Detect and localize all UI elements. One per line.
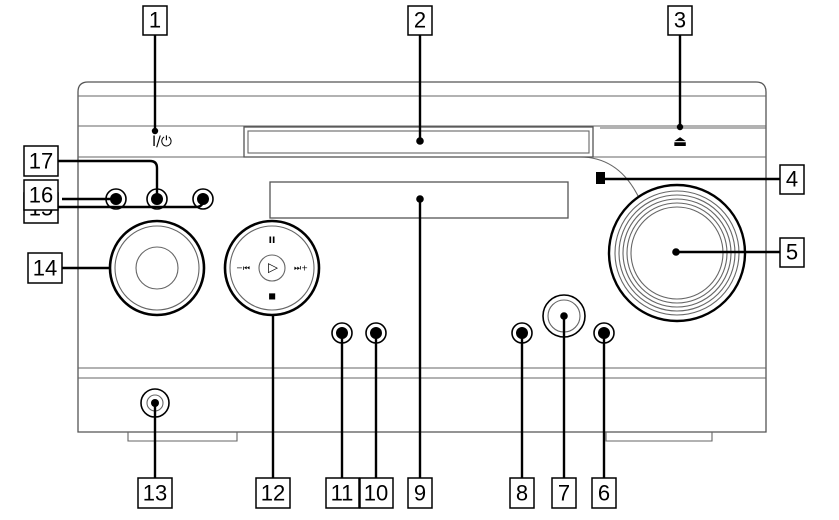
callout-9: 9 xyxy=(407,477,433,509)
svg-text:4: 4 xyxy=(786,167,798,192)
callout-16-visible: 16 xyxy=(23,179,59,211)
transport-control[interactable]: II −⏮ ▷ ⏭+ ■ xyxy=(223,219,321,317)
svg-text:2: 2 xyxy=(414,8,426,33)
callout-11: 11 xyxy=(325,477,360,509)
svg-text:7: 7 xyxy=(558,481,570,506)
unit-body xyxy=(77,81,767,442)
svg-text:8: 8 xyxy=(516,481,528,506)
eject-label: ⏏ xyxy=(673,132,687,150)
callout-3: 3 xyxy=(667,5,693,36)
callout-12: 12 xyxy=(255,477,291,509)
callout-1: 1 xyxy=(142,5,168,36)
svg-text:3: 3 xyxy=(674,8,686,33)
disc-slot xyxy=(243,126,594,158)
svg-text:10: 10 xyxy=(364,481,388,506)
callout-4: 4 xyxy=(779,164,805,195)
callout-2: 2 xyxy=(407,5,433,36)
svg-text:11: 11 xyxy=(331,481,354,506)
right-foot xyxy=(605,432,713,442)
stop-icon: ■ xyxy=(268,292,276,301)
svg-text:16: 16 xyxy=(29,183,53,208)
callout-8: 8 xyxy=(509,477,535,509)
svg-text:17: 17 xyxy=(29,149,53,174)
svg-text:1: 1 xyxy=(149,8,161,33)
outer-frame xyxy=(77,81,767,433)
button-15[interactable] xyxy=(192,188,214,210)
svg-text:13: 13 xyxy=(143,481,167,506)
callouts: 1 2 3 4 5 6 7 8 xyxy=(23,5,805,509)
callout-17: 17 xyxy=(23,145,59,177)
svg-text:9: 9 xyxy=(414,481,426,506)
play-icon: ▷ xyxy=(268,261,278,276)
callout-14: 14 xyxy=(27,252,63,284)
remote-sensor xyxy=(596,172,605,184)
disc-slot-inner xyxy=(247,130,590,154)
jog-knob[interactable] xyxy=(108,219,206,317)
left-foot xyxy=(127,432,238,442)
callout-13: 13 xyxy=(137,477,173,509)
callout-5: 5 xyxy=(779,237,805,268)
leader-lines xyxy=(58,35,780,478)
pause-icon: II xyxy=(269,236,276,246)
previous-icon: −⏮ xyxy=(236,264,250,273)
callout-10: 10 xyxy=(359,477,394,509)
callout-6: 6 xyxy=(591,477,617,509)
svg-text:14: 14 xyxy=(33,256,57,281)
callout-7: 7 xyxy=(551,477,577,509)
power-label: I/⏻ xyxy=(152,134,172,150)
svg-text:12: 12 xyxy=(261,481,285,506)
next-icon: ⏭+ xyxy=(294,264,308,273)
svg-text:5: 5 xyxy=(786,240,798,265)
svg-text:6: 6 xyxy=(598,481,610,506)
